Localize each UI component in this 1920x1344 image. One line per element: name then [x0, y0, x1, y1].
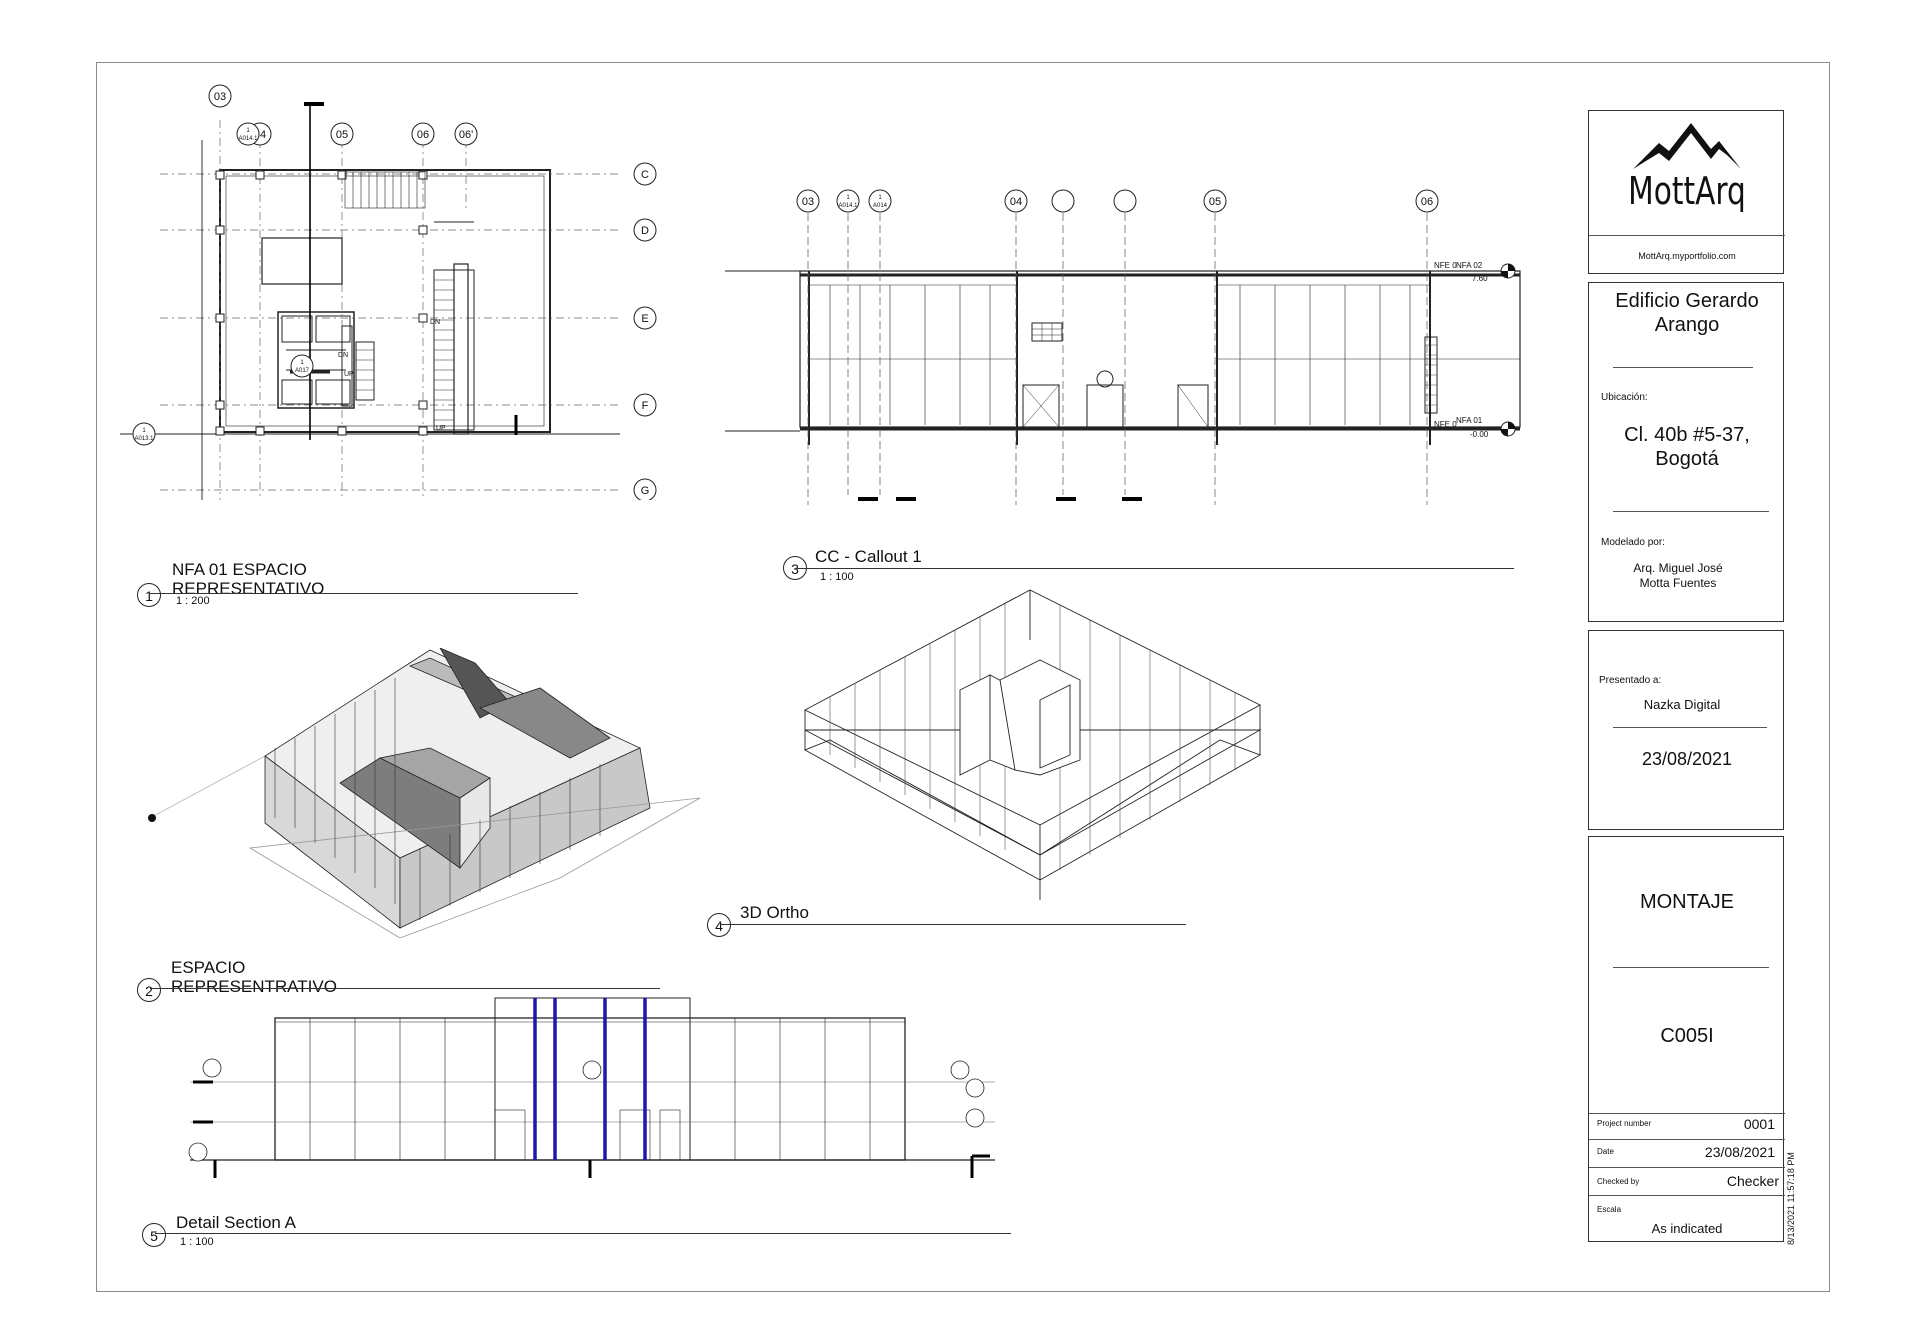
- print-timestamp: 8/13/2021 11:57:18 PM: [1786, 1152, 1796, 1245]
- callout-grid-label: 05: [1209, 196, 1221, 208]
- view-number-2: 2: [137, 978, 161, 1002]
- drawing-sheet-border: [96, 62, 1830, 1292]
- detail-section-view[interactable]: [180, 990, 1010, 1190]
- level-value: 7.60: [1472, 274, 1488, 283]
- titleblock-logo-panel: MottArq MottArq.myportfolio.com: [1588, 110, 1785, 274]
- floor-plan-view[interactable]: 03 04 05 06 06' C D E F G 1 A014.1 1 A01…: [120, 80, 680, 500]
- callout-tag-ref: A014.1: [838, 203, 858, 209]
- presented-date: 23/08/2021: [1641, 749, 1733, 769]
- date-value: 23/08/2021: [1704, 1144, 1775, 1160]
- section-tag-ref: A013.1: [134, 436, 154, 442]
- view-title-5: Detail Section A: [176, 1213, 297, 1232]
- 3d-ortho-view[interactable]: [800, 580, 1270, 900]
- presented-label: Presentado a:: [1599, 675, 1662, 686]
- client-name: Nazka Digital: [1643, 697, 1721, 712]
- view-title-3: CC - Callout 1: [815, 547, 922, 566]
- scale-value: As indicated: [1651, 1221, 1723, 1236]
- callout-tag-number: 1: [846, 195, 850, 201]
- grid-col-label: 03: [214, 91, 226, 103]
- view-scale-5: 1 : 100: [180, 1236, 214, 1248]
- scale-label: Escala: [1597, 1205, 1622, 1214]
- grid-col-label: 06: [417, 129, 429, 141]
- grid-row-label: E: [641, 313, 648, 325]
- stair-label: UP: [436, 425, 446, 432]
- isometric-shaded-view[interactable]: [140, 648, 720, 938]
- section-tag-number: 1: [300, 360, 304, 366]
- view-title-underline: [796, 568, 1514, 569]
- view-title-underline: [150, 988, 660, 989]
- grid-col-label: 06': [459, 129, 473, 141]
- location-label: Ubicación:: [1601, 392, 1648, 403]
- grid-col-label: 05: [336, 129, 348, 141]
- level-marker-icon: [1500, 263, 1516, 437]
- view-scale-3: 1 : 100: [820, 571, 854, 583]
- level-prefix: NFE 0: [1434, 261, 1457, 270]
- checked-label: Checked by: [1597, 1177, 1640, 1186]
- section-tag-ref: A014.1: [238, 136, 258, 142]
- project-number-label: Project number: [1597, 1119, 1652, 1128]
- logo-text: MottArq: [1628, 169, 1746, 213]
- date-label: Date: [1597, 1147, 1614, 1156]
- titleblock-sheet-panel: MONTAJE C005I Project number 0001 Date 2…: [1588, 836, 1785, 1242]
- view-title-underline: [720, 924, 1186, 925]
- grid-row-label: C: [641, 169, 649, 181]
- callout-tag-number: 1: [878, 195, 882, 201]
- level-name: NFA 01: [1456, 416, 1483, 425]
- section-tag-ref: A017: [295, 368, 310, 374]
- mountain-logo-icon: [1633, 123, 1741, 169]
- stair-label: DN: [430, 319, 440, 326]
- website-link[interactable]: MottArq.myportfolio.com: [1638, 251, 1736, 261]
- view-number-5: 5: [142, 1223, 166, 1247]
- view-title-underline: [155, 1233, 1011, 1234]
- level-name: NFA 02: [1456, 261, 1483, 270]
- titleblock-client-panel: Presentado a: Nazka Digital 23/08/2021: [1588, 630, 1784, 830]
- callout-grid-label: 06: [1421, 196, 1433, 208]
- view-number-4: 4: [707, 913, 731, 937]
- modeled-by-label: Modelado por:: [1601, 537, 1665, 548]
- level-tag-icon: [188, 1058, 985, 1162]
- section-tag-number: 1: [142, 428, 146, 434]
- view-title-underline: [150, 593, 578, 594]
- callout-grid-label: 03: [802, 196, 814, 208]
- stair-label: DN: [338, 352, 348, 359]
- project-number: 0001: [1743, 1116, 1775, 1132]
- view-scale-1: 1 : 200: [176, 595, 210, 607]
- grid-row-label: D: [641, 225, 649, 237]
- callout-section-view[interactable]: 03 04 05 06 1 A014.1 1 A014 NFE 0 NFA 02…: [720, 185, 1540, 515]
- sheet-number: C005I: [1660, 1025, 1714, 1047]
- project-address: Cl. 40b #5-37,Bogotá: [1624, 424, 1750, 470]
- level-prefix: NFE 0: [1434, 420, 1457, 429]
- checked-value: Checker: [1726, 1173, 1779, 1189]
- view-marker-icon: [148, 814, 156, 822]
- callout-grid-label: 04: [1010, 196, 1022, 208]
- sheet-name: MONTAJE: [1639, 891, 1735, 913]
- level-value: -0.00: [1470, 430, 1489, 439]
- grid-row-label: F: [642, 400, 649, 412]
- callout-tag-ref: A014: [873, 203, 888, 209]
- section-tag-number: 1: [246, 128, 250, 134]
- grid-row-label: G: [641, 485, 650, 497]
- view-title-4: 3D Ortho: [740, 903, 809, 922]
- view-number-1: 1: [137, 583, 161, 607]
- stair-label: UP: [344, 371, 354, 378]
